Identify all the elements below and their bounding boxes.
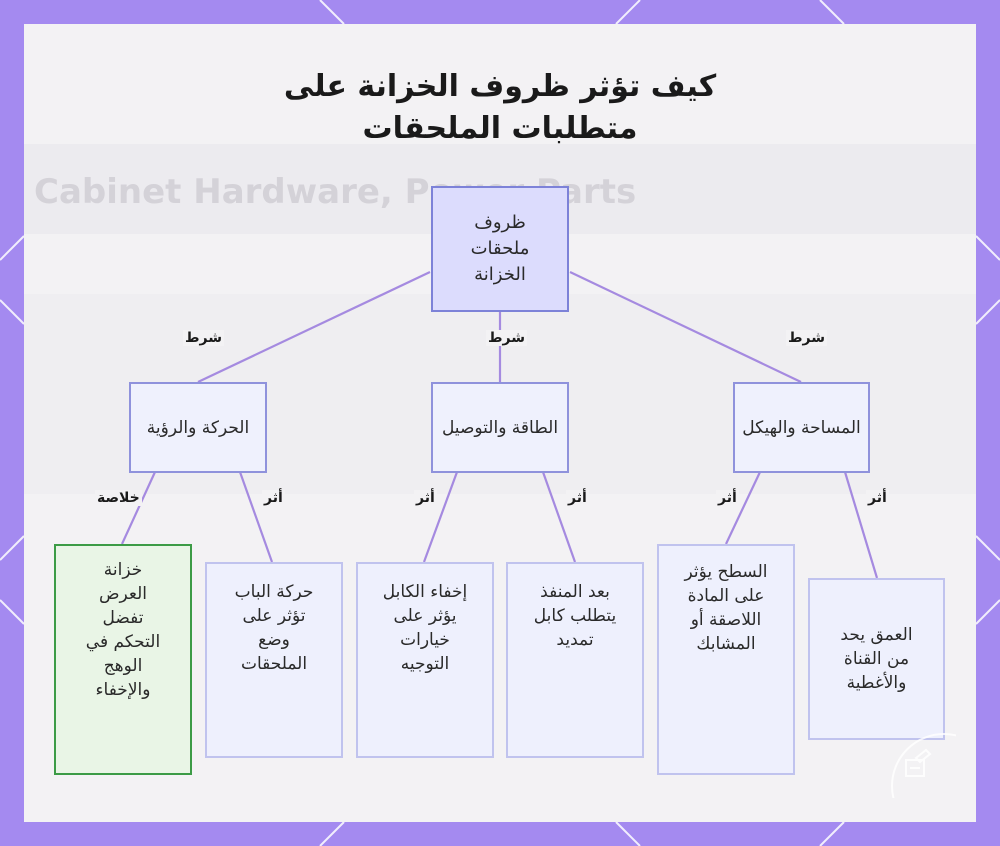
node-motion-visibility: الحركة والرؤية: [129, 382, 267, 473]
edge-power-cable: [422, 471, 459, 563]
edge-root-motion: [197, 271, 431, 383]
edge-root-space: [569, 271, 802, 383]
watermark-logo-icon: [891, 733, 956, 798]
node-surface-affects-adhesive: السطح يؤثر على المادة اللاصقة أو المشابك: [657, 544, 795, 775]
node-power-connection: الطاقة والتوصيل: [431, 382, 569, 473]
node-door-movement: حركة الباب تؤثر على وضع الملحقات: [205, 562, 343, 758]
edge-label-effect-depth: أثر: [866, 490, 889, 506]
edge-label-condition-space: شرط: [786, 330, 828, 346]
edge-label-condition-motion: شرط: [183, 330, 225, 346]
edge-label-effect-surface: أثر: [716, 490, 739, 506]
node-cable-hiding: إخفاء الكابل يؤثر على خيارات التوجيه: [356, 562, 494, 758]
edge-space-surface: [725, 471, 761, 545]
edge-label-effect-cable: أثر: [414, 490, 437, 506]
edge-power-outlet: [541, 471, 577, 563]
edge-space-depth: [843, 471, 879, 579]
edge-label-condition-power: شرط: [486, 330, 528, 346]
node-depth-limits-channel: العمق يحد من القناة والأغطية: [808, 578, 945, 740]
node-cabinet-accessory-conditions: ظروف ملحقات الخزانة: [431, 186, 569, 312]
edge-motion-door: [238, 471, 274, 563]
edge-label-conclusion-display: خلاصة: [95, 490, 142, 506]
diagram-title: كيف تؤثر ظروف الخزانة على متطلبات الملحق…: [250, 66, 750, 150]
edge-label-effect-door: أثر: [262, 490, 285, 506]
node-display-cabinet-conclusion: خزانة العرض تفضل التحكم في الوهج والإخفا…: [54, 544, 192, 775]
title-line-1: كيف تؤثر ظروف الخزانة على: [283, 69, 717, 104]
edge-label-effect-outlet: أثر: [566, 490, 589, 506]
edge-motion-display: [121, 471, 156, 545]
title-line-2: متطلبات الملحقات: [362, 111, 638, 146]
node-outlet-distance: بعد المنفذ يتطلب كابل تمديد: [506, 562, 644, 758]
node-space-structure: المساحة والهيكل: [733, 382, 870, 473]
